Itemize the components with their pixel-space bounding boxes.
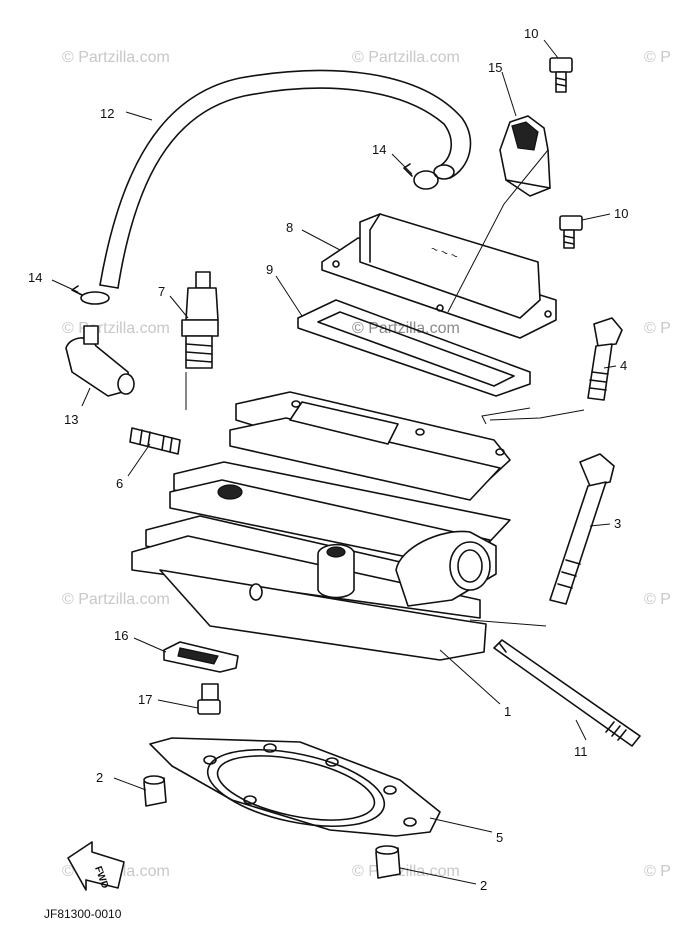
callout-12: 12 [100, 106, 114, 121]
part-cover-gasket [297, 299, 531, 397]
part-bracket [499, 115, 551, 197]
callout-1: 1 [504, 704, 511, 719]
watermark-edge: © P [644, 320, 671, 337]
part-bolt-cover [559, 215, 583, 249]
watermark: © Partzilla.com [352, 49, 460, 66]
part-plate [163, 641, 239, 673]
callout-14: 14 [372, 142, 386, 157]
callout-2: 2 [96, 770, 103, 785]
part-cover: ~ ~ ~ [321, 213, 557, 339]
watermark: © Partzilla.com [62, 591, 170, 608]
callout-4: 4 [620, 358, 627, 373]
part-bolt-long [549, 453, 615, 605]
part-bolt-top [549, 57, 573, 93]
callout-10: 10 [614, 206, 628, 221]
watermark-edge: © P [644, 49, 671, 66]
part-stud [129, 427, 181, 455]
part-long-stud [493, 639, 641, 747]
part-plug-cap [65, 325, 135, 397]
callout-13: 13 [64, 412, 78, 427]
callout-8: 8 [286, 220, 293, 235]
part-bolt-short [587, 317, 623, 401]
watermark: © Partzilla.com [62, 49, 170, 66]
callout-16: 16 [114, 628, 128, 643]
callout-9: 9 [266, 262, 273, 277]
fwd-arrow-icon: FWD [67, 841, 125, 891]
leader-lines [51, 39, 617, 885]
diagram-code: JF81300-0010 [44, 907, 122, 921]
watermark-edge: © P [644, 591, 671, 608]
part-spark-plug [181, 271, 219, 369]
part-dowel-pin-right [375, 845, 401, 879]
part-dowel-pin-left [143, 775, 167, 807]
callout-17: 17 [138, 692, 152, 707]
callout-3: 3 [614, 516, 621, 531]
watermark: © Partzilla.com [62, 320, 170, 337]
callout-11: 11 [574, 744, 588, 759]
callout-7: 7 [158, 284, 165, 299]
callout-6: 6 [116, 476, 123, 491]
part-small-bolt [197, 683, 221, 715]
watermark-edge: © P [644, 863, 671, 880]
watermark-center: © Partzilla.com [352, 320, 460, 337]
callout-2: 2 [480, 878, 487, 893]
callout-15: 15 [488, 60, 502, 75]
part-hose-clamp-lower [71, 285, 110, 305]
part-hose [99, 69, 472, 289]
callouts: 1 2 2 3 4 5 6 7 8 9 10 10 11 12 13 14 14… [28, 26, 628, 893]
part-head-gasket [149, 737, 441, 837]
callout-14: 14 [28, 270, 42, 285]
callout-10: 10 [524, 26, 538, 41]
callout-5: 5 [496, 830, 503, 845]
part-hose-clamp-upper [403, 163, 439, 190]
part-cylinder-head [131, 391, 511, 661]
